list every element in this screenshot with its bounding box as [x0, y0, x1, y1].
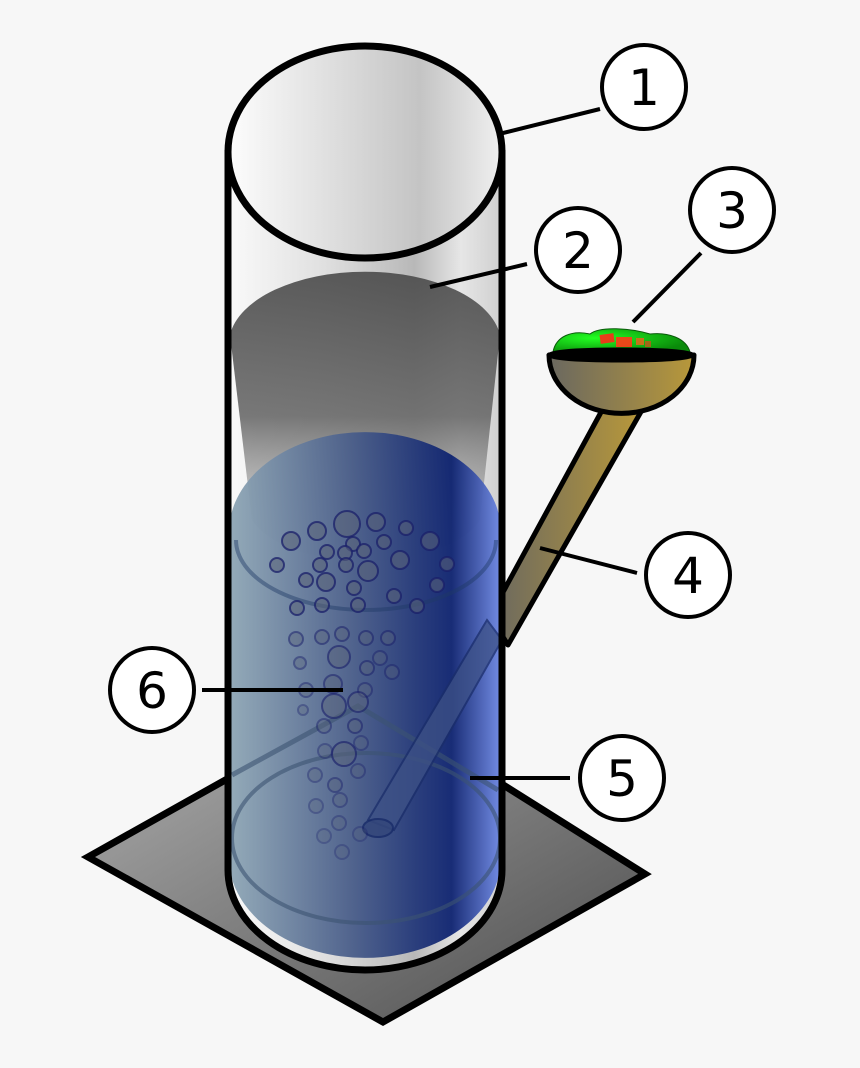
callout-3: 3 [688, 166, 776, 254]
callout-label: 2 [562, 222, 594, 280]
callout-label: 3 [716, 182, 748, 240]
tube [228, 150, 504, 970]
callout-1: 1 [600, 43, 688, 131]
bowl [546, 328, 697, 416]
callout-6: 6 [108, 646, 196, 734]
leader-lines [202, 107, 703, 780]
bubbles [269, 510, 455, 860]
callout-4: 4 [644, 531, 732, 619]
callout-5: 5 [578, 734, 666, 822]
tube-outline [224, 150, 506, 974]
callout-label: 1 [628, 59, 660, 117]
tube-opening [224, 42, 506, 262]
callout-label: 4 [672, 547, 704, 605]
callout-label: 5 [606, 750, 638, 808]
callout-2: 2 [534, 206, 622, 294]
downstem [487, 389, 645, 648]
callout-label: 6 [136, 662, 168, 720]
